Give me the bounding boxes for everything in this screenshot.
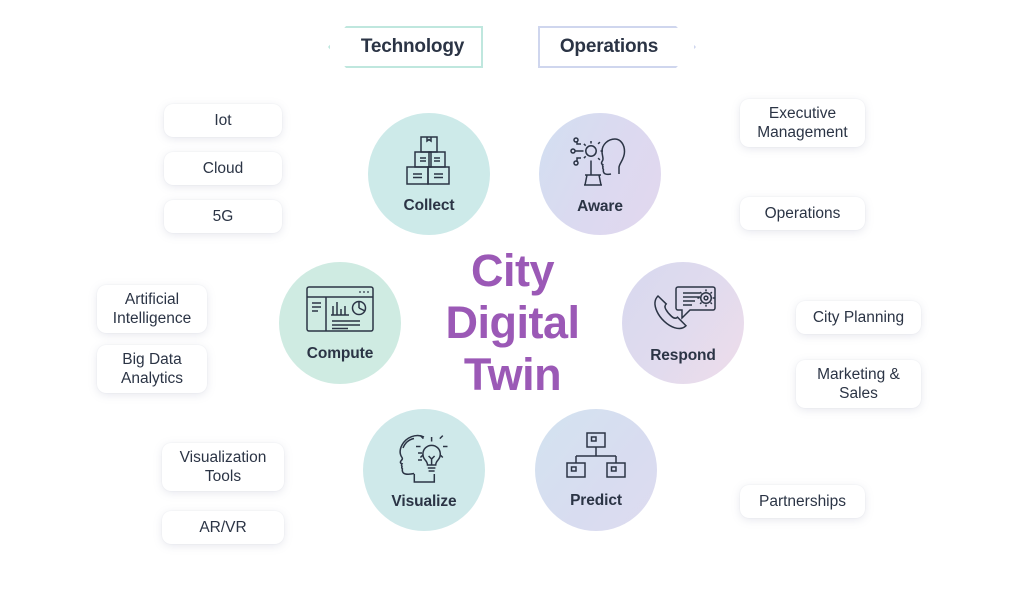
pill-label: Partnerships [758,493,846,510]
head-gear-circuit-icon [569,133,631,194]
pill-operations[interactable]: Operations [740,197,865,230]
capability-label: Visualize [391,492,457,510]
pill-label: Marketing & Sales [817,366,900,402]
tab-operations-label: Operations [559,36,659,57]
capability-label: Collect [403,196,455,214]
head-lightbulb-icon [391,430,457,489]
pill-label: Executive Management [757,105,848,141]
pill-label: City Planning [812,309,905,326]
tab-operations[interactable]: Operations [538,26,696,68]
page-title-line-1: City [470,245,555,296]
capability-collect[interactable]: Collect [368,113,490,235]
pill-label: Visualization Tools [179,449,267,485]
capability-label: Compute [306,344,374,362]
tab-technology-label: Technology [360,36,465,57]
pill-label: 5G [212,208,234,225]
capability-visualize[interactable]: Visualize [363,409,485,531]
pill-marketing-sales[interactable]: Marketing & Sales [796,360,921,408]
pill-city-planning[interactable]: City Planning [796,301,921,334]
page-title: City Digital Twin [400,245,625,401]
pill-5g[interactable]: 5G [164,200,282,233]
pill-artificial-intelligence[interactable]: Artificial Intelligence [97,285,207,333]
pill-label: Operations [764,205,841,222]
pill-visualization-tools[interactable]: Visualization Tools [162,443,284,491]
pill-partnerships[interactable]: Partnerships [740,485,865,518]
capability-compute[interactable]: Compute [279,262,401,384]
capability-aware[interactable]: Aware [539,113,661,235]
pill-label: Cloud [202,160,244,177]
capability-label: Aware [577,197,623,215]
dashboard-window-icon [304,284,376,341]
capability-label: Predict [570,491,622,509]
capability-label: Respond [650,346,716,364]
hierarchy-tree-icon [565,431,627,488]
pill-cloud[interactable]: Cloud [164,152,282,185]
pill-big-data-analytics[interactable]: Big Data Analytics [97,345,207,393]
capability-respond[interactable]: Respond [622,262,744,384]
stacked-boxes-icon [399,134,459,193]
pill-label: Artificial Intelligence [112,291,192,327]
tab-technology[interactable]: Technology [328,26,483,68]
pill-iot[interactable]: Iot [164,104,282,137]
page-title-line-2: Digital [445,297,580,348]
pill-label: Big Data Analytics [120,351,184,387]
phone-message-gear-icon [648,282,718,343]
pill-label: AR/VR [199,519,247,536]
capability-predict[interactable]: Predict [535,409,657,531]
pill-ar-vr[interactable]: AR/VR [162,511,284,544]
pill-label: Iot [214,112,232,129]
pill-executive-management[interactable]: Executive Management [740,99,865,147]
page-title-line-3: Twin [463,349,562,400]
